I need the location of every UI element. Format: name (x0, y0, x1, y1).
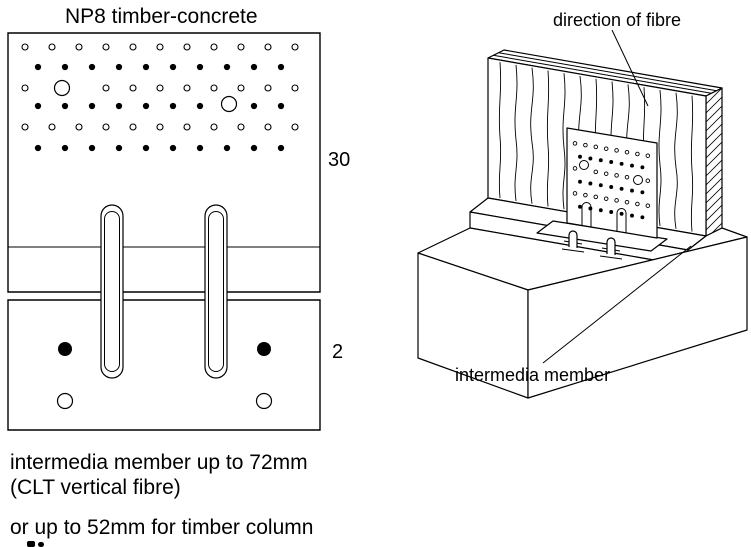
upper-plate-outline (7, 32, 321, 293)
upper-slots (100, 204, 228, 292)
fibre-direction-label: direction of fibre (553, 10, 681, 30)
anchor-hole-filled-right (257, 342, 271, 356)
hole-pattern (21, 43, 299, 152)
anchor-tongue-right (599, 237, 623, 260)
slot-gap-lines (100, 292, 228, 300)
notes-block: intermedia member up to 72mm (CLT vertic… (10, 451, 313, 547)
intermedia-member-label: intermedia member (455, 365, 610, 385)
dimension-30: 30 (328, 149, 350, 171)
iso-plate-slot-left (581, 202, 592, 228)
iso-large-hole-right (633, 175, 643, 185)
connector-plate (566, 127, 658, 239)
flat-pattern-view: 30 2 (7, 32, 350, 431)
dimension-2: 2 (332, 341, 343, 363)
anchor-hole-open-right (255, 392, 273, 410)
anchor-tongue-left (561, 230, 585, 253)
member-leader-line (542, 245, 692, 364)
note-line-2: (CLT vertical fibre) (10, 476, 181, 499)
lower-slots (100, 300, 228, 379)
note-line-3: or up to 52mm for timber column (10, 516, 313, 539)
iso-large-hole-left (579, 160, 589, 170)
drawing-title: NP8 timber-concrete (65, 5, 258, 28)
lower-plate-outline (7, 299, 321, 431)
iso-plate-holes (572, 141, 651, 220)
iso-assembly-view: direction of fibre intermedia member (417, 10, 748, 399)
anchor-hole-open-left (56, 392, 74, 410)
anchor-hole-filled-left (58, 342, 72, 356)
large-hole-left (53, 79, 71, 97)
cropped-text-artifact (27, 541, 44, 547)
large-hole-right (220, 95, 238, 113)
base-right-face (527, 236, 748, 399)
note-line-1: intermedia member up to 72mm (10, 451, 308, 474)
lamella-line (498, 52, 717, 92)
fibre-leader-line (611, 29, 649, 107)
iso-plate-slot-right (616, 208, 627, 234)
lamella-line (493, 54, 712, 94)
